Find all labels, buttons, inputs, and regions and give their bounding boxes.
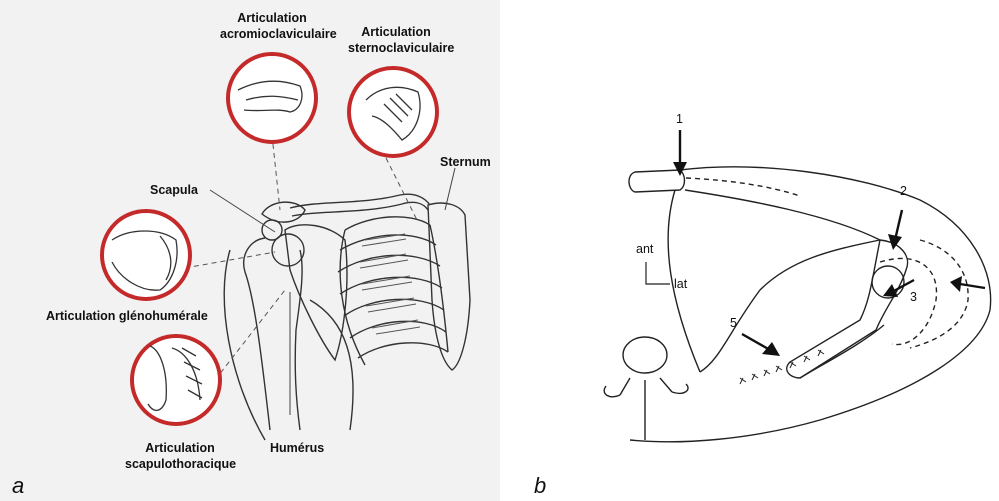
panel-letter-a: a xyxy=(12,474,24,498)
label-sternoclavicular: Articulation sternoclaviculaire xyxy=(348,24,444,56)
marker-1: 1 xyxy=(676,112,683,126)
label-humerus: Humérus xyxy=(270,440,324,456)
sternoclavicular-detail xyxy=(349,68,437,156)
orientation-ant: ant xyxy=(636,242,653,256)
label-scapulothoracic: Articulation scapulothoracique xyxy=(125,440,235,472)
rib-arc xyxy=(685,190,880,372)
marker-2: 2 xyxy=(900,184,907,198)
clavicle-end xyxy=(629,170,685,192)
label-sternum: Sternum xyxy=(440,154,491,170)
scapula-bone xyxy=(285,225,347,360)
thorax-outline xyxy=(630,167,991,442)
orientation-marker xyxy=(646,262,670,284)
transverse-illustration xyxy=(500,0,999,501)
vertebra-body xyxy=(623,337,667,373)
humerus-bone xyxy=(244,238,270,430)
pointer-arrows xyxy=(673,130,985,356)
leader-lines xyxy=(210,168,455,415)
label-scapula: Scapula xyxy=(150,182,198,198)
panel-letter-b: b xyxy=(534,474,546,498)
acromioclavicular-detail xyxy=(228,54,316,142)
clavicle-bone xyxy=(290,194,430,208)
orientation-lat: lat xyxy=(674,277,687,291)
muscle-marks xyxy=(740,350,824,384)
rib-shading xyxy=(360,234,420,334)
panel-a-shoulder-joints: Articulation acromioclaviculaire Articul… xyxy=(0,0,500,501)
marker-5: 5 xyxy=(730,316,737,330)
arrow-2 xyxy=(888,210,902,250)
panel-b-transverse-section: ant lat 1 2 3 5 b xyxy=(500,0,999,501)
arrow-5 xyxy=(742,334,780,356)
label-acromioclavicular: Articulation acromioclaviculaire xyxy=(220,10,324,42)
label-glenohumeral: Articulation glénohumérale xyxy=(46,308,208,324)
marker-3: 3 xyxy=(910,290,917,304)
shoulder-illustration xyxy=(0,0,500,501)
